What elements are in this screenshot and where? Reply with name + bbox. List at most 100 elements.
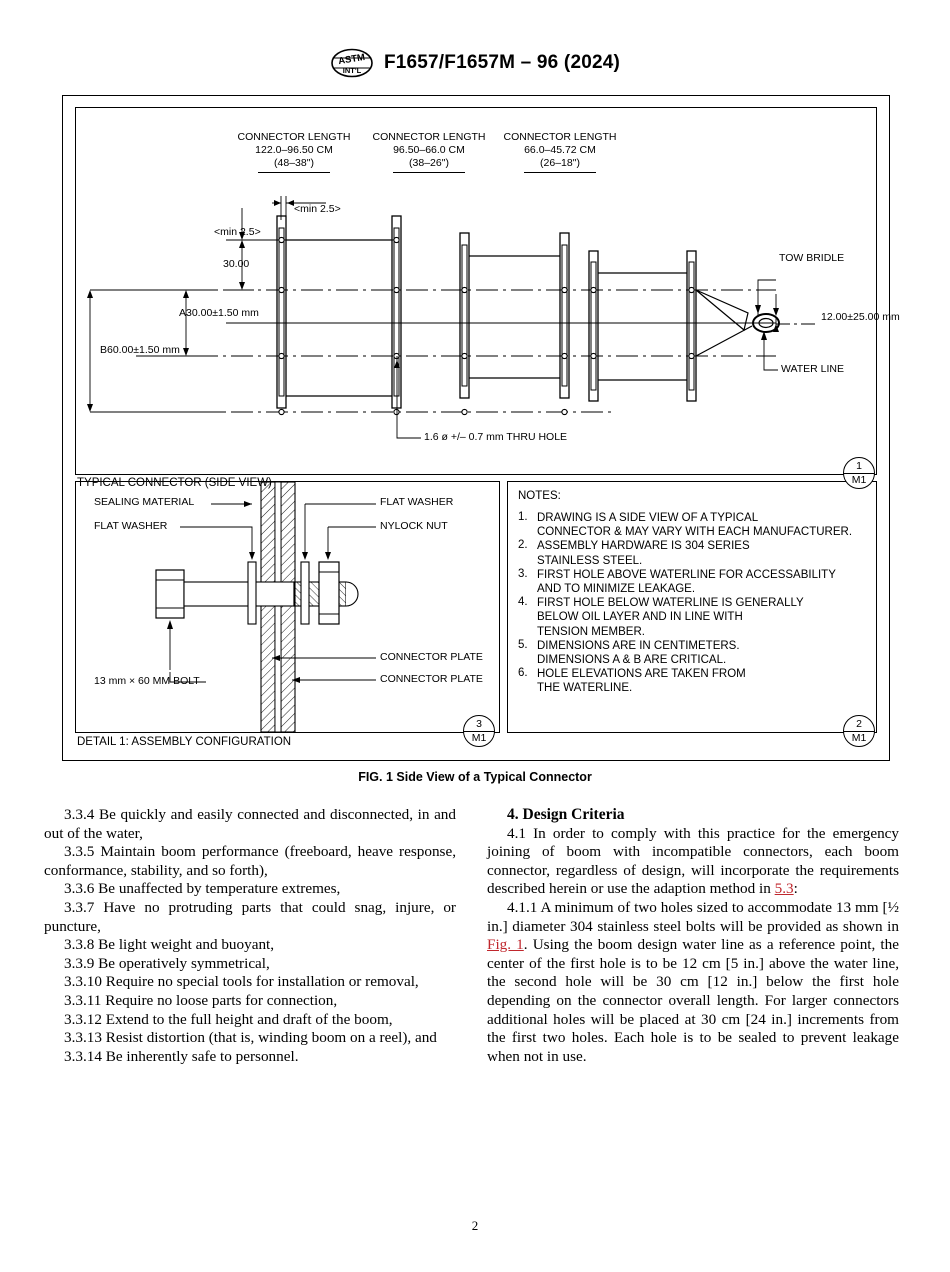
- connector-length-imperial: (26–18"): [540, 157, 580, 169]
- section-heading-4: 4. Design Criteria: [507, 806, 625, 823]
- note-text: FIRST HOLE ABOVE WATERLINE FOR ACCESSABI…: [537, 568, 836, 596]
- connector-length-title: CONNECTOR LENGTH: [237, 131, 351, 143]
- nylock-nut-label: NYLOCK NUT: [380, 520, 448, 532]
- bubble-sheet: M1: [851, 474, 867, 486]
- bubble-divider: [844, 731, 874, 732]
- note-number: 1.: [518, 511, 528, 523]
- clause-3-3-14: 3.3.14 Be inherently safe to personnel.: [64, 1047, 299, 1065]
- clause-3-3-5: 3.3.5 Maintain boom performance (freeboa…: [44, 843, 456, 879]
- note-item: 2. ASSEMBLY HARDWARE IS 304 SERIES STAIN…: [518, 539, 868, 567]
- clause-3-3-6: 3.3.6 Be unaffected by temperature extre…: [64, 880, 341, 898]
- panel-detail-assembly: SEALING MATERIAL FLAT WASHER FLAT WASHER…: [75, 481, 500, 733]
- clause-4-1-text: 4.1 In order to comply with this practic…: [487, 824, 899, 898]
- body-column-left: 3.3.4 Be quickly and easily connected an…: [44, 806, 456, 1066]
- water-line-label: WATER LINE: [781, 363, 845, 375]
- note-item: 3. FIRST HOLE ABOVE WATERLINE FOR ACCESS…: [518, 568, 868, 596]
- panel-caption-detail: DETAIL 1: ASSEMBLY CONFIGURATION: [77, 736, 292, 748]
- bubble-sheet: M1: [471, 732, 487, 744]
- min-gap-top-label: <min 2.5>: [294, 203, 341, 215]
- connector-length-imperial: (38–26"): [409, 157, 449, 169]
- note-text: DIMENSIONS ARE IN CENTIMETERS. DIMENSION…: [537, 639, 740, 667]
- assembly-detail-drawing: [155, 482, 376, 732]
- connector-length-title: CONNECTOR LENGTH: [503, 131, 617, 143]
- body-column-right: 4. Design Criteria 4.1 In order to compl…: [487, 806, 899, 1066]
- note-number: 5.: [518, 638, 528, 651]
- cross-reference-fig-1[interactable]: Fig. 1: [487, 936, 524, 954]
- note-text: FIRST HOLE BELOW WATERLINE IS GENERALLY …: [537, 597, 804, 638]
- connector-length-group-3: CONNECTOR LENGTH 66.0–45.72 CM (26–18"): [490, 131, 630, 173]
- flat-washer-right-label: FLAT WASHER: [380, 496, 454, 508]
- cross-reference-5-3[interactable]: 5.3: [774, 880, 794, 898]
- sealing-material-label: SEALING MATERIAL: [94, 496, 195, 508]
- clause-4-1-1-tail: . Using the boom design water line as a …: [487, 936, 899, 1065]
- note-item: 6. HOLE ELEVATIONS ARE TAKEN FROM THE WA…: [518, 667, 868, 695]
- dimension-a-label: A30.00±1.50 mm: [179, 307, 259, 319]
- note-number: 3.: [518, 567, 528, 580]
- notes-list: 1. DRAWING IS A SIDE VIEW OF A TYPICAL C…: [518, 511, 868, 696]
- min-gap-left-label: <min 2.5>: [214, 226, 261, 238]
- clause-3-3-11: 3.3.11 Require no loose parts for connec…: [64, 991, 338, 1009]
- svg-text:INT'L: INT'L: [343, 66, 362, 75]
- page-number: 2: [471, 1218, 479, 1233]
- connector-length-imperial: (48–38"): [274, 157, 314, 169]
- bubble-number: 2: [856, 718, 862, 730]
- bubble-sheet: M1: [851, 732, 867, 744]
- drawing-reference-bubble-1: 1 M1: [843, 457, 875, 489]
- note-text: ASSEMBLY HARDWARE IS 304 SERIES STAINLES…: [537, 540, 750, 567]
- connector-plate-label-1: CONNECTOR PLATE: [380, 651, 483, 663]
- page-header: ASTM INT'L F1657/F1657M – 96 (2024): [0, 48, 950, 78]
- underline-rule: [524, 172, 596, 173]
- connector-length-metric: 66.0–45.72 CM: [524, 144, 596, 156]
- figure-caption: FIG. 1 Side View of a Typical Connector: [358, 770, 592, 784]
- connector-plate-label-2: CONNECTOR PLATE: [380, 673, 483, 685]
- bubble-number: 1: [856, 460, 862, 472]
- notes-title: NOTES:: [518, 490, 561, 502]
- panel-notes: NOTES: 1. DRAWING IS A SIDE VIEW OF A TY…: [507, 481, 877, 733]
- underline-rule: [258, 172, 330, 173]
- connector-length-group-2: CONNECTOR LENGTH 96.50–66.0 CM (38–26"): [359, 131, 499, 173]
- tow-bridle-label: TOW BRIDLE: [779, 252, 845, 264]
- clause-3-3-4: 3.3.4 Be quickly and easily connected an…: [44, 806, 456, 842]
- note-number: 4.: [518, 596, 528, 609]
- clause-3-3-7: 3.3.7 Have no protruding parts that coul…: [44, 898, 456, 935]
- connector-side-view-drawing: [87, 196, 816, 439]
- svg-text:ASTM: ASTM: [337, 52, 365, 67]
- dimension-b-label: B60.00±1.50 mm: [100, 344, 180, 356]
- clause-4-1-tail: :: [793, 880, 798, 898]
- clause-3-3-10: 3.3.10 Require no special tools for inst…: [64, 973, 419, 991]
- clause-3-3-12: 3.3.12 Extend to the full height and dra…: [64, 1010, 393, 1028]
- bubble-divider: [844, 473, 874, 474]
- astm-logo-icon: ASTM INT'L: [331, 48, 373, 78]
- connector-length-metric: 122.0–96.50 CM: [255, 144, 333, 156]
- flat-washer-left-label: FLAT WASHER: [94, 520, 168, 532]
- note-text: HOLE ELEVATIONS ARE TAKEN FROM THE WATER…: [537, 668, 746, 695]
- bubble-divider: [464, 731, 494, 732]
- figure-frame: CONNECTOR LENGTH 122.0–96.50 CM (48–38")…: [62, 95, 900, 761]
- clause-4-1: 4.1 In order to comply with this practic…: [487, 825, 899, 899]
- connector-length-group-1: CONNECTOR LENGTH 122.0–96.50 CM (48–38"): [224, 131, 364, 173]
- panel-caption-typical-connector: TYPICAL CONNECTOR (SIDE VIEW): [77, 477, 272, 489]
- note-item: 5. DIMENSIONS ARE IN CENTIMETERS. DIMENS…: [518, 639, 868, 667]
- clause-3-3-13: 3.3.13 Resist distortion (that is, windi…: [64, 1029, 437, 1047]
- clause-4-1-1: 4.1.1 A minimum of two holes sized to ac…: [487, 899, 899, 1066]
- note-item: 1. DRAWING IS A SIDE VIEW OF A TYPICAL C…: [518, 511, 868, 539]
- note-number: 2.: [518, 539, 528, 552]
- clause-3-3-9: 3.3.9 Be operatively symmetrical,: [64, 954, 270, 972]
- note-item: 4. FIRST HOLE BELOW WATERLINE IS GENERAL…: [518, 596, 868, 639]
- underline-rule: [393, 172, 465, 173]
- standard-designation: F1657/F1657M – 96 (2024): [383, 52, 621, 73]
- clause-4-1-1-text: 4.1.1 A minimum of two holes sized to ac…: [487, 898, 899, 935]
- connector-length-title: CONNECTOR LENGTH: [372, 131, 486, 143]
- bridle-dimension-label: 12.00±25.00 mm: [821, 311, 900, 323]
- bubble-number: 3: [476, 718, 482, 730]
- bolt-label: 13 mm × 60 MM BOLT: [94, 675, 200, 687]
- note-number: 6.: [518, 667, 528, 680]
- panel-typical-connector: CONNECTOR LENGTH 122.0–96.50 CM (48–38")…: [75, 107, 900, 475]
- thru-hole-label: 1.6 ø +/– 0.7 mm THRU HOLE: [424, 431, 568, 443]
- drawing-reference-bubble-2: 2 M1: [843, 715, 875, 747]
- connector-length-metric: 96.50–66.0 CM: [393, 144, 465, 156]
- spacing-30-label: 30.00: [223, 258, 250, 270]
- drawing-reference-bubble-3: 3 M1: [463, 715, 495, 747]
- note-text: DRAWING IS A SIDE VIEW OF A TYPICAL CONN…: [537, 512, 853, 539]
- clause-3-3-8: 3.3.8 Be light weight and buoyant,: [64, 936, 275, 954]
